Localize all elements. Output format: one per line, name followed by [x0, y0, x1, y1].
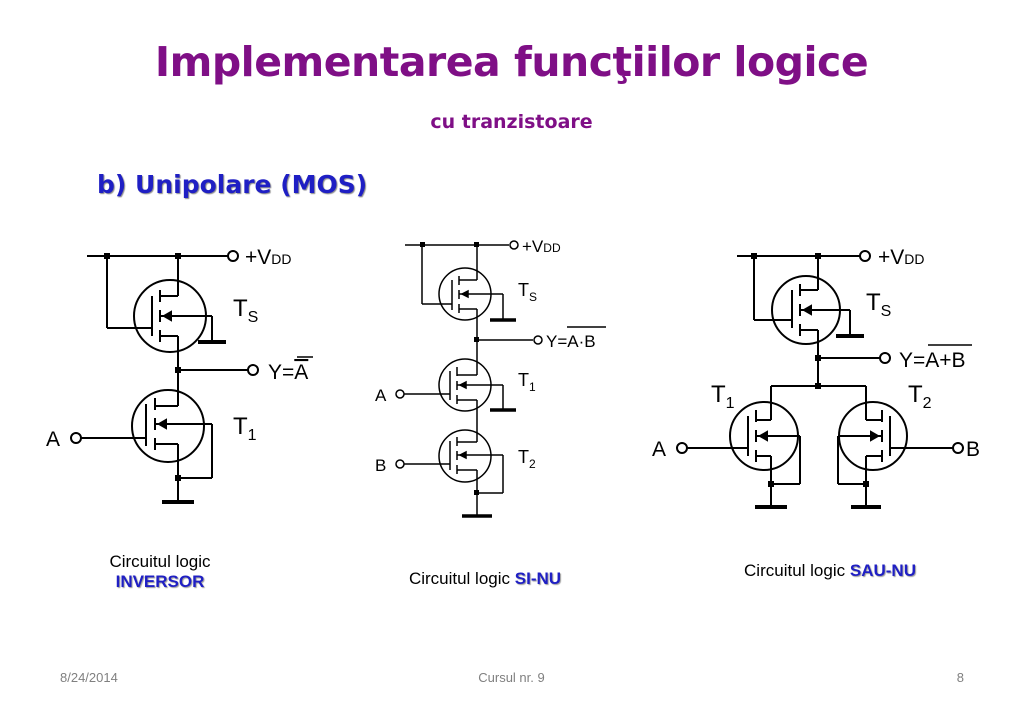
input-a-label: A — [652, 438, 666, 461]
vdd-label: +VDD — [878, 246, 925, 269]
ts-load-transistor — [106, 256, 226, 370]
input-b-terminal — [395, 459, 405, 469]
ts-load-transistor — [421, 245, 516, 375]
ts-label: TS — [518, 280, 537, 304]
output-terminal — [533, 335, 543, 345]
t1-label: T1 — [711, 381, 735, 412]
output-label: Y=A — [268, 361, 308, 384]
inverter-circuit: +VDD TS Y=A A T1 — [46, 246, 313, 504]
output-terminal — [247, 364, 259, 376]
footer-course: Cursul nr. 9 — [478, 670, 545, 685]
inverter-caption: Circuitul logic INVERSOR — [60, 552, 260, 592]
nand-caption: Circuitul logic SI-NU — [340, 569, 630, 589]
vdd-terminal — [509, 240, 519, 250]
vdd-terminal — [227, 250, 239, 262]
input-a-terminal — [676, 442, 688, 454]
t2-transistor — [837, 401, 964, 509]
vdd-label: +VDD — [522, 237, 561, 256]
t2-label: T2 — [518, 447, 536, 471]
input-a-terminal — [395, 389, 405, 399]
caption-keyword: SI-NU — [514, 569, 562, 588]
t1-label: T1 — [518, 370, 536, 394]
t1-transistor — [395, 358, 516, 442]
output-terminal — [879, 352, 891, 364]
input-b-label: B — [966, 438, 980, 461]
caption-keyword: INVERSOR — [115, 572, 205, 591]
input-a-label: A — [46, 428, 60, 451]
t1-transistor — [676, 401, 801, 509]
output-label: Y=A+B — [899, 349, 966, 372]
caption-prefix: Circuitul logic — [744, 561, 846, 580]
ts-label: TS — [233, 295, 258, 326]
footer-page-number: 8 — [956, 670, 964, 685]
slide-subtitle: cu tranzistoare — [430, 111, 593, 133]
input-b-label: B — [375, 456, 386, 475]
caption-prefix: Circuitul logic — [408, 569, 511, 588]
nor-caption: Circuitul logic SAU-NU — [680, 561, 980, 581]
caption-prefix: Circuitul logic — [109, 552, 211, 571]
nand-circuit: +VDD TS Y=A·B A T1 B T2 — [375, 237, 606, 518]
nor-circuit: +VDD TS Y=A+B T1 T2 A B — [652, 246, 980, 509]
footer-date: 8/24/2014 — [60, 670, 118, 685]
section-heading: b) Unipolare (MOS) — [97, 170, 368, 199]
slide-title: Implementarea funcţiilor logice — [154, 38, 869, 86]
ts-label: TS — [866, 289, 891, 320]
vdd-terminal — [859, 250, 871, 262]
t1-label: T1 — [233, 413, 257, 444]
t2-label: T2 — [908, 381, 932, 412]
ts-load-transistor — [753, 256, 864, 386]
vdd-label: +VDD — [245, 246, 292, 269]
input-a-label: A — [375, 386, 387, 405]
input-a-terminal — [70, 432, 82, 444]
caption-keyword: SAU-NU — [849, 561, 916, 580]
t2-transistor — [395, 429, 504, 518]
t1-driver-transistor — [70, 389, 213, 504]
input-b-terminal — [952, 442, 964, 454]
output-label: Y=A·B — [546, 332, 596, 351]
